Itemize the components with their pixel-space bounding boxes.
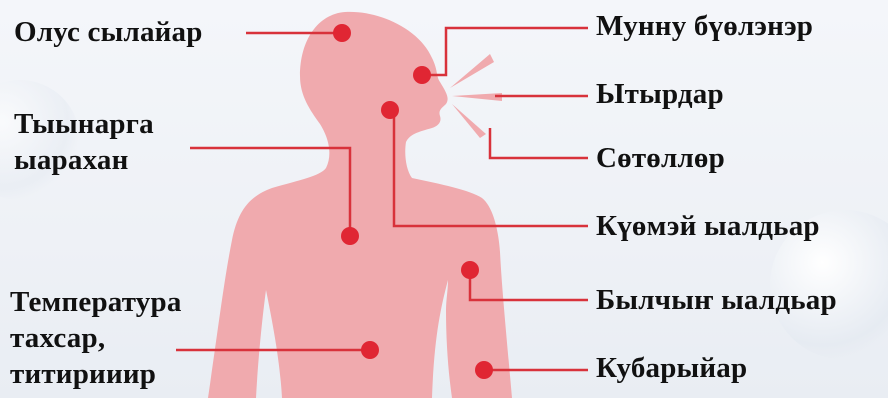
label-sneezing: Сөтөллөр bbox=[596, 140, 725, 176]
marker-chest bbox=[341, 227, 359, 245]
leader-line-sneezing bbox=[490, 128, 588, 158]
marker-stomach bbox=[361, 341, 379, 359]
sneeze-ray-lower bbox=[452, 104, 486, 138]
label-nausea: Кубарыйар bbox=[596, 350, 747, 386]
label-fever-chills: Температура тахсар, титирииир bbox=[10, 284, 182, 392]
body-silhouette bbox=[208, 12, 512, 398]
leader-line-headache bbox=[422, 28, 588, 75]
label-line: Тыынарга bbox=[14, 106, 154, 142]
label-line: Температура bbox=[10, 284, 182, 320]
label-line: ыарахан bbox=[14, 142, 154, 178]
label-muscle-pain: Былчыҥ ыалдьар bbox=[596, 282, 837, 318]
marker-nose bbox=[413, 66, 431, 84]
label-runny-nose: Олус сылайар bbox=[14, 14, 203, 50]
label-cough: Ытырдар bbox=[596, 76, 724, 112]
marker-throat bbox=[381, 101, 399, 119]
marker-head bbox=[333, 24, 351, 42]
label-line: титирииир bbox=[10, 356, 182, 392]
label-line: тахсар, bbox=[10, 320, 182, 356]
sneeze-ray-upper bbox=[450, 54, 494, 88]
label-headache: Мунну бүөлэнэр bbox=[596, 8, 813, 44]
label-shortness-of-breath: Тыынарга ыарахан bbox=[14, 106, 154, 178]
marker-arm bbox=[475, 361, 493, 379]
marker-shoulder bbox=[461, 261, 479, 279]
label-sore-throat: Күөмэй ыалдьар bbox=[596, 208, 820, 244]
sneeze-ray-middle bbox=[452, 93, 502, 101]
